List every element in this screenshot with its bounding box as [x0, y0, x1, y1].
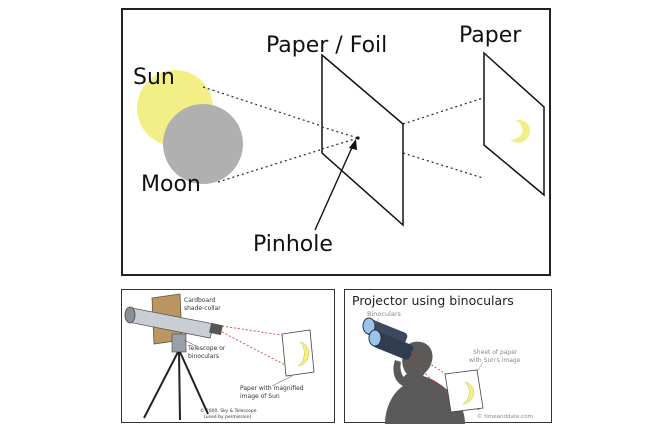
paper-screen: [483, 51, 545, 197]
tripod-leg-right: [179, 351, 209, 415]
label-sheet-line2: with Sun's image: [469, 357, 521, 364]
binocular-illustration: Projector using binoculars Binoculars Sh…: [352, 293, 533, 424]
label-pinhole: Pinhole: [253, 232, 333, 257]
binocular-panel-title: Projector using binoculars: [352, 293, 514, 308]
moon-disc: [163, 104, 243, 184]
label-binoculars: binoculars: [188, 353, 219, 360]
binocular-projection-panel: Projector using binoculars Binoculars Sh…: [344, 289, 552, 424]
ray-top-far: [402, 97, 484, 125]
label-sheet-line1: Sheet of paper: [473, 349, 518, 356]
beam-bottom: [221, 331, 288, 367]
label-paper-line1: Paper with magnified: [240, 385, 304, 392]
projected-crescent: [510, 119, 531, 143]
telescope-mount: [171, 333, 187, 353]
telescope-eyepiece: [209, 322, 223, 336]
bino-paper: [444, 369, 484, 413]
tripod-leg-center: [178, 351, 181, 421]
copyright-line2: (used by permission): [204, 414, 252, 420]
label-sun: Sun: [133, 65, 175, 90]
tripod-leg-left: [143, 351, 179, 419]
binocular-lens-1: [362, 317, 376, 335]
leader-paper: [271, 375, 293, 387]
label-paper-foil: Paper / Foil: [266, 33, 387, 58]
person-arm: [393, 360, 409, 386]
telescope-paper: [281, 329, 315, 377]
pinhole-dot: [356, 136, 360, 140]
ray-top-inside: [321, 126, 359, 139]
label-moon: Moon: [141, 172, 201, 197]
ray-bottom-far: [402, 152, 484, 179]
beam-top: [221, 325, 288, 337]
bino-crescent: [462, 381, 474, 405]
pinhole-arrow-head: [349, 139, 357, 150]
label-cardboard: Cardboard: [184, 297, 216, 304]
telescope-illustration: Cardboard shade-collar Telescope or bino…: [124, 293, 315, 421]
label-bino: Binoculars: [367, 310, 402, 318]
binocular-lens-2: [368, 329, 382, 347]
pinhole-projection-diagram: Sun Moon Paper / Foil Paper Pinhole: [121, 8, 551, 276]
foil-sheet: [321, 53, 404, 227]
ray-bottom-inside: [321, 137, 359, 150]
bino-beam-top: [410, 351, 450, 377]
telescope-projection-panel: Cardboard shade-collar Telescope or bino…: [121, 289, 335, 423]
person-silhouette: [385, 341, 465, 424]
label-telescope: Telescope or: [187, 345, 226, 352]
pinhole-arrow-line: [314, 142, 355, 231]
leader-telescope: [183, 339, 199, 348]
copyright-line1: © 2000, Sky & Telescope: [200, 407, 257, 414]
pinhole-diagram-canvas: Sun Moon Paper / Foil Paper Pinhole: [133, 23, 545, 257]
label-shade-collar: shade-collar: [184, 305, 221, 312]
telescope-front-lens: [124, 306, 136, 324]
label-paper: Paper: [459, 23, 522, 48]
telescope-crescent: [297, 341, 309, 367]
watermark: © timeanddate.com: [477, 413, 533, 420]
leader-sheet: [476, 361, 484, 373]
label-paper-line2: image of Sun: [240, 393, 280, 400]
leader-binoculars: [374, 317, 380, 325]
binocular-barrel-2: [372, 332, 414, 360]
